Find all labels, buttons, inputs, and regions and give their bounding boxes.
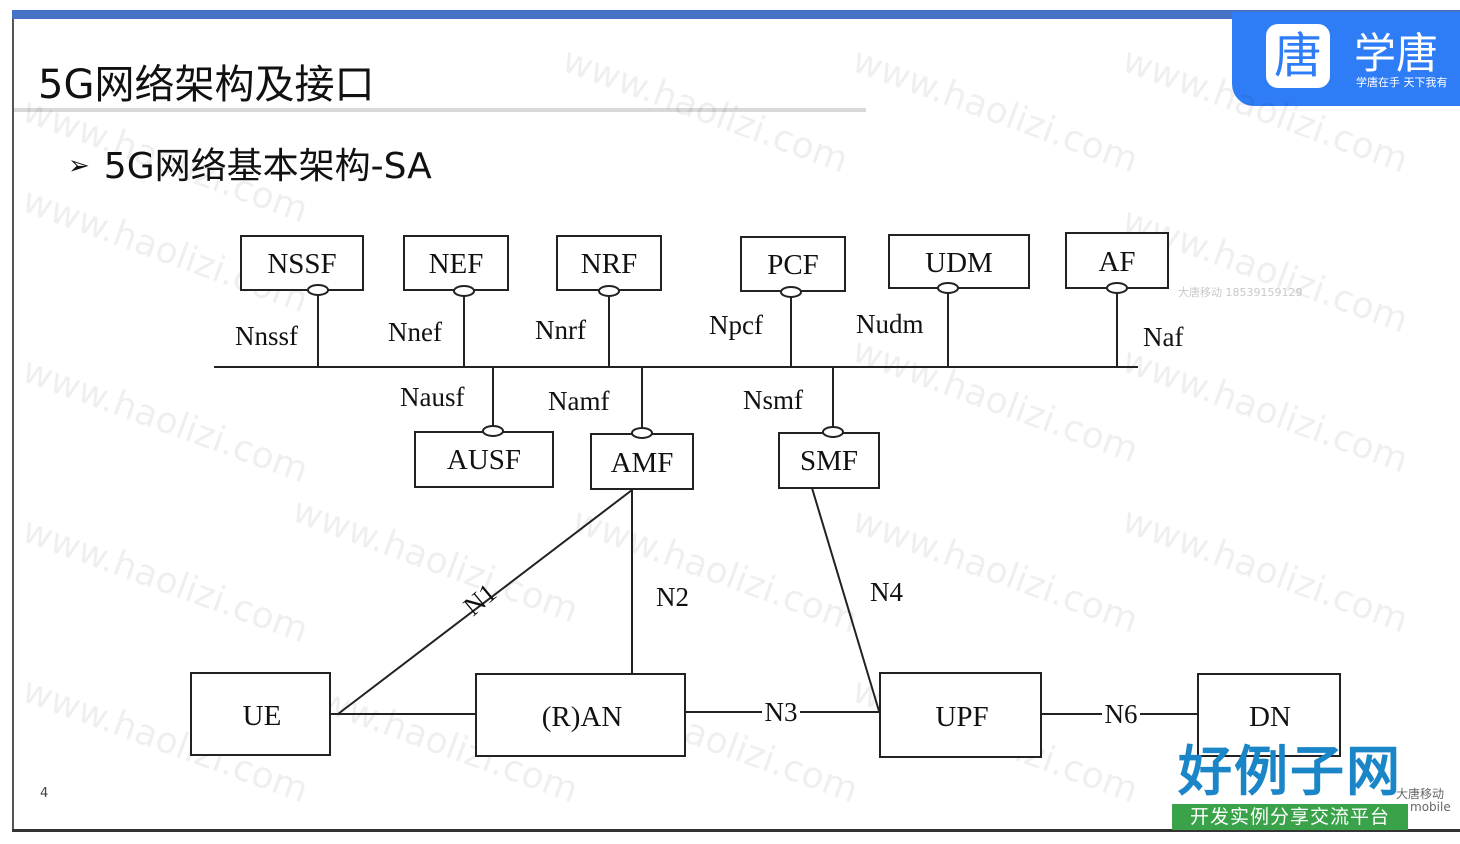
watermark-text: www.haolizi.com	[1117, 40, 1414, 181]
smf-box	[778, 432, 880, 489]
af-label: AF	[1098, 246, 1135, 278]
nausf-label: Nausf	[400, 382, 464, 412]
namf-label: Namf	[548, 386, 609, 416]
naf-label: Naf	[1143, 322, 1183, 352]
watermark-text: www.haolizi.com	[847, 330, 1144, 471]
ran-box	[475, 673, 686, 757]
slide-top-bar	[12, 10, 1460, 19]
nsmf-label: Nsmf	[743, 385, 803, 415]
pcf-label: PCF	[767, 249, 819, 281]
nrf-label: NRF	[581, 248, 637, 280]
n4-line	[811, 487, 880, 712]
watermark-text: www.haolizi.com	[1117, 500, 1414, 641]
site-logo-tagline: 开发实例分享交流平台	[1172, 804, 1408, 830]
slide-bottom-border	[12, 829, 1460, 832]
ausf-label: AUSF	[447, 444, 521, 476]
udm-box	[888, 234, 1030, 289]
n3-label: N3	[765, 697, 798, 727]
amf-box	[590, 433, 694, 490]
n4-label: N4	[870, 577, 903, 607]
namf-port	[631, 427, 653, 439]
dn-label: DN	[1249, 701, 1291, 733]
watermark-text: www.haolizi.com	[17, 510, 314, 651]
pcf-box	[740, 236, 846, 292]
upf-label: UPF	[935, 701, 988, 733]
nnef-port	[453, 285, 475, 297]
af-box	[1065, 232, 1169, 289]
nsmf-port	[822, 426, 844, 438]
nssf-label: NSSF	[267, 248, 336, 280]
subtitle-text: 5G网络基本架构-SA	[103, 146, 432, 187]
watermark-text: www.haolizi.com	[567, 500, 864, 641]
site-logo: 好例子网 开发实例分享交流平台	[1172, 738, 1408, 830]
udm-label: UDM	[925, 247, 993, 279]
n2-label: N2	[656, 582, 689, 612]
nnrf-port	[598, 285, 620, 297]
slide-subtitle: ➢ 5G网络基本架构-SA	[68, 137, 432, 189]
watermark-text: www.haolizi.com	[847, 40, 1144, 181]
site-logo-name: 好例子网	[1178, 739, 1402, 803]
nudm-port	[937, 282, 959, 294]
dn-box	[1197, 673, 1341, 757]
nausf-port	[482, 425, 504, 437]
brand-logo: 唐 学唐 学唐在手 天下我有	[1232, 12, 1460, 106]
watermark-text: www.haolizi.com	[847, 500, 1144, 641]
nnrf-label: Nnrf	[535, 315, 586, 345]
n6-label-bg	[1102, 703, 1140, 727]
nudm-label: Nudm	[856, 309, 924, 339]
brand-slogan: 学唐在手 天下我有	[1356, 76, 1448, 89]
watermark-text: www.haolizi.com	[17, 350, 314, 491]
corner-brand-name: 大唐移动	[1396, 787, 1445, 801]
page-number: 4	[40, 786, 49, 801]
watermark-phone: 大唐移动 18539159129	[1178, 286, 1303, 299]
corner-brand: 大唐移动 mobile	[1350, 788, 1451, 814]
amf-label: AMF	[611, 447, 674, 479]
nef-label: NEF	[429, 248, 484, 280]
n1-line	[337, 489, 633, 715]
smf-label: SMF	[800, 445, 858, 477]
n3-label-bg	[762, 701, 800, 725]
upf-box	[879, 672, 1042, 758]
nnssf-label: Nnssf	[235, 321, 298, 351]
watermark-text: www.haolizi.com	[1117, 340, 1414, 481]
nnssf-port	[307, 284, 329, 296]
nrf-box	[556, 235, 662, 291]
slide-title: 5G网络架构及接口	[38, 62, 375, 108]
nssf-box	[240, 235, 364, 291]
nnef-label: Nnef	[388, 317, 442, 347]
watermark-text: www.haolizi.com	[557, 40, 854, 181]
npcf-label: Npcf	[709, 310, 763, 340]
slide-left-border	[12, 19, 14, 831]
ran-label: (R)AN	[542, 701, 623, 733]
naf-port	[1106, 282, 1128, 294]
title-underline	[14, 108, 866, 112]
brand-name: 学唐	[1354, 29, 1439, 78]
n6-label: N6	[1105, 699, 1138, 729]
ue-box	[190, 672, 331, 756]
ausf-box	[414, 431, 554, 488]
bullet-arrow-icon: ➢	[68, 151, 90, 181]
brand-logo-icon: 唐	[1266, 24, 1330, 88]
corner-brand-sub: mobile	[1410, 800, 1451, 814]
npcf-port	[780, 286, 802, 298]
ue-label: UE	[243, 700, 282, 732]
